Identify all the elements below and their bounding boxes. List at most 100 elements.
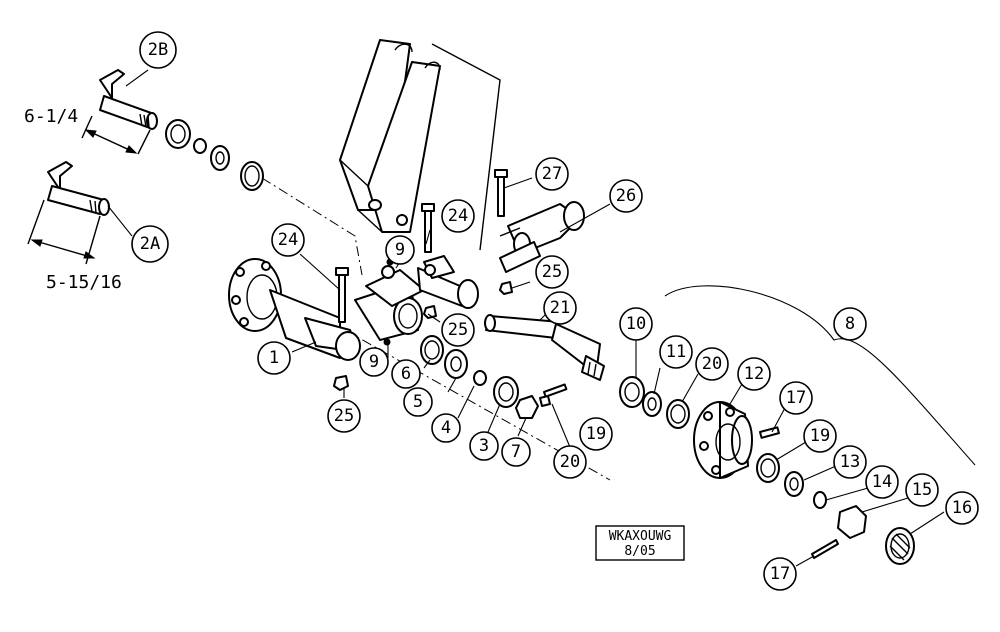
part-27-bolt: [494, 169, 508, 217]
callout-19: 19: [803, 419, 837, 453]
part-25-nut-right: [499, 281, 513, 295]
svg-text:19: 19: [586, 424, 606, 444]
lift-arm-assembly: [339, 39, 501, 251]
bracket-8: [664, 285, 976, 466]
svg-text:25: 25: [542, 262, 562, 282]
svg-text:2B: 2B: [148, 40, 168, 60]
svg-text:15: 15: [912, 480, 932, 500]
part-24-bolt-left: [335, 267, 349, 323]
part-17-cotter-pin: [811, 539, 839, 559]
part-24-bolt-right: [421, 203, 435, 253]
callout-24-left: 24: [271, 223, 305, 257]
svg-text:24: 24: [278, 230, 298, 250]
callout-25-bottom: 25: [327, 399, 361, 433]
callout-25-right: 25: [535, 255, 569, 289]
svg-text:27: 27: [542, 164, 562, 184]
dimension-label-6-1-4: 6-1/4: [24, 106, 78, 127]
part-26-clamp: [499, 201, 585, 273]
callout-6: 6: [391, 359, 421, 389]
upper-bearing-cone: [210, 145, 230, 171]
callout-9-upper: 9: [385, 235, 415, 265]
part-2a-pivot-bolt: [47, 161, 110, 216]
callout-18: 17: [779, 381, 813, 415]
svg-text:13: 13: [840, 452, 860, 472]
svg-text:25: 25: [334, 406, 354, 426]
svg-text:1: 1: [269, 348, 279, 368]
part-1-axle-housing: [228, 255, 479, 361]
svg-text:17: 17: [786, 388, 806, 408]
stamp-code: WKAXOUWG: [609, 529, 672, 544]
part-3-seal: [493, 376, 519, 408]
callout-3: 3: [469, 431, 499, 461]
callout-21: 19: [579, 417, 613, 451]
svg-text:25: 25: [448, 320, 468, 340]
part-6-bearing-cup: [420, 335, 444, 365]
svg-text:4: 4: [441, 418, 451, 438]
callout-23: 21: [543, 291, 577, 325]
centerline-upper: [261, 177, 363, 276]
svg-text:2A: 2A: [140, 234, 160, 254]
part-5-bearing-cone: [444, 349, 468, 379]
svg-text:9: 9: [369, 352, 379, 372]
part-15-castle-nut: [837, 505, 867, 539]
svg-text:9: 9: [395, 240, 405, 260]
part-7-nut: [515, 395, 539, 419]
svg-text:19: 19: [810, 426, 830, 446]
callout-22: 20: [553, 445, 587, 479]
callout-2a: 2A: [131, 225, 169, 263]
part-18-stud: [759, 426, 780, 439]
upper-washer: [193, 138, 207, 154]
svg-text:14: 14: [872, 472, 892, 492]
callout-13: 13: [833, 445, 867, 479]
svg-text:26: 26: [616, 186, 636, 206]
callout-16: 16: [945, 491, 979, 525]
callout-15: 15: [905, 473, 939, 507]
callout-14: 14: [865, 465, 899, 499]
part-22-bolt: [539, 383, 568, 407]
svg-text:17: 17: [770, 564, 790, 584]
svg-text:20: 20: [702, 354, 722, 374]
part-25-nut-middle: [423, 305, 437, 319]
dimension-2b: [81, 115, 151, 155]
callout-17: 17: [763, 557, 797, 591]
callout-1: 1: [257, 341, 291, 375]
callout-2b: 2B: [139, 31, 177, 69]
part-12-hub: [693, 401, 753, 479]
callout-8: 8: [833, 307, 867, 341]
svg-text:11: 11: [666, 342, 686, 362]
svg-text:21: 21: [550, 298, 570, 318]
svg-text:20: 20: [560, 452, 580, 472]
part-13-bearing-cone: [784, 471, 804, 497]
svg-text:24: 24: [448, 206, 468, 226]
callout-20: 20: [695, 347, 729, 381]
svg-text:7: 7: [511, 442, 521, 462]
dimension-label-5-15-16: 5-15/16: [46, 272, 122, 293]
part-25-nut-bottom: [333, 375, 349, 391]
part-2b-pivot-bolt: [99, 69, 158, 130]
upper-seal: [165, 119, 191, 149]
dimension-2a: [27, 199, 101, 265]
part-14-washer: [813, 491, 827, 509]
stamp-date: 8/05: [624, 544, 655, 559]
svg-text:12: 12: [744, 364, 764, 384]
callout-9-lower: 9: [359, 347, 389, 377]
callout-7: 7: [501, 437, 531, 467]
part-16-dust-cap: [885, 527, 915, 565]
svg-text:5: 5: [413, 392, 423, 412]
svg-text:10: 10: [626, 314, 646, 334]
callout-10: 10: [619, 307, 653, 341]
svg-text:6: 6: [401, 364, 411, 384]
svg-text:16: 16: [952, 498, 972, 518]
callout-24-right: 24: [441, 199, 475, 233]
callout-27: 27: [535, 157, 569, 191]
callout-12: 12: [737, 357, 771, 391]
part-10-seal: [619, 376, 645, 408]
callout-5: 5: [403, 387, 433, 417]
callout-4: 4: [431, 413, 461, 443]
drawing-stamp: WKAXOUWG 8/05: [595, 525, 685, 561]
part-11-bearing-cone: [642, 391, 662, 417]
svg-text:3: 3: [479, 436, 489, 456]
callout-26: 26: [609, 179, 643, 213]
